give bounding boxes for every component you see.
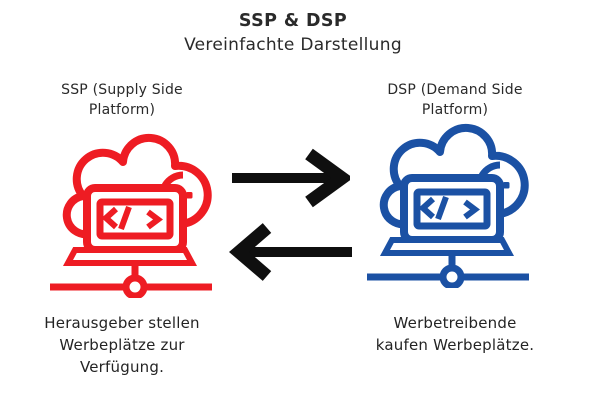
ssp-caption-line: Werbeplätze zur — [59, 336, 185, 354]
dsp-cloud-code-laptop-network-icon — [362, 118, 532, 288]
right-arrow-icon — [225, 145, 350, 210]
dsp-caption: Werbetreibende kaufen Werbeplätze. — [355, 312, 555, 356]
dsp-label: DSP (Demand Side Platform) — [355, 80, 555, 120]
dsp-label-line: DSP (Demand Side — [387, 82, 523, 98]
ssp-caption-line: Herausgeber stellen — [44, 314, 200, 332]
dsp-label-line: Platform) — [421, 102, 489, 118]
ssp-label-line: Platform) — [88, 102, 156, 118]
ssp-caption-line: Verfügung. — [79, 358, 165, 376]
left-arrow-icon — [228, 220, 358, 285]
ssp-caption: Herausgeber stellen Werbeplätze zur Verf… — [22, 312, 222, 378]
page-title: SSP & DSP — [238, 11, 348, 31]
ssp-label: SSP (Supply Side Platform) — [22, 80, 222, 120]
dsp-caption-line: Werbetreibende — [393, 314, 517, 332]
dsp-caption-line: kaufen Werbeplätze. — [375, 336, 535, 354]
ssp-label-line: SSP (Supply Side — [61, 82, 183, 98]
title-block: SSP & DSP Vereinfachte Darstellung — [0, 9, 586, 57]
page-subtitle: Vereinfachte Darstellung — [184, 35, 402, 55]
ssp-cloud-code-laptop-network-icon — [45, 128, 215, 298]
